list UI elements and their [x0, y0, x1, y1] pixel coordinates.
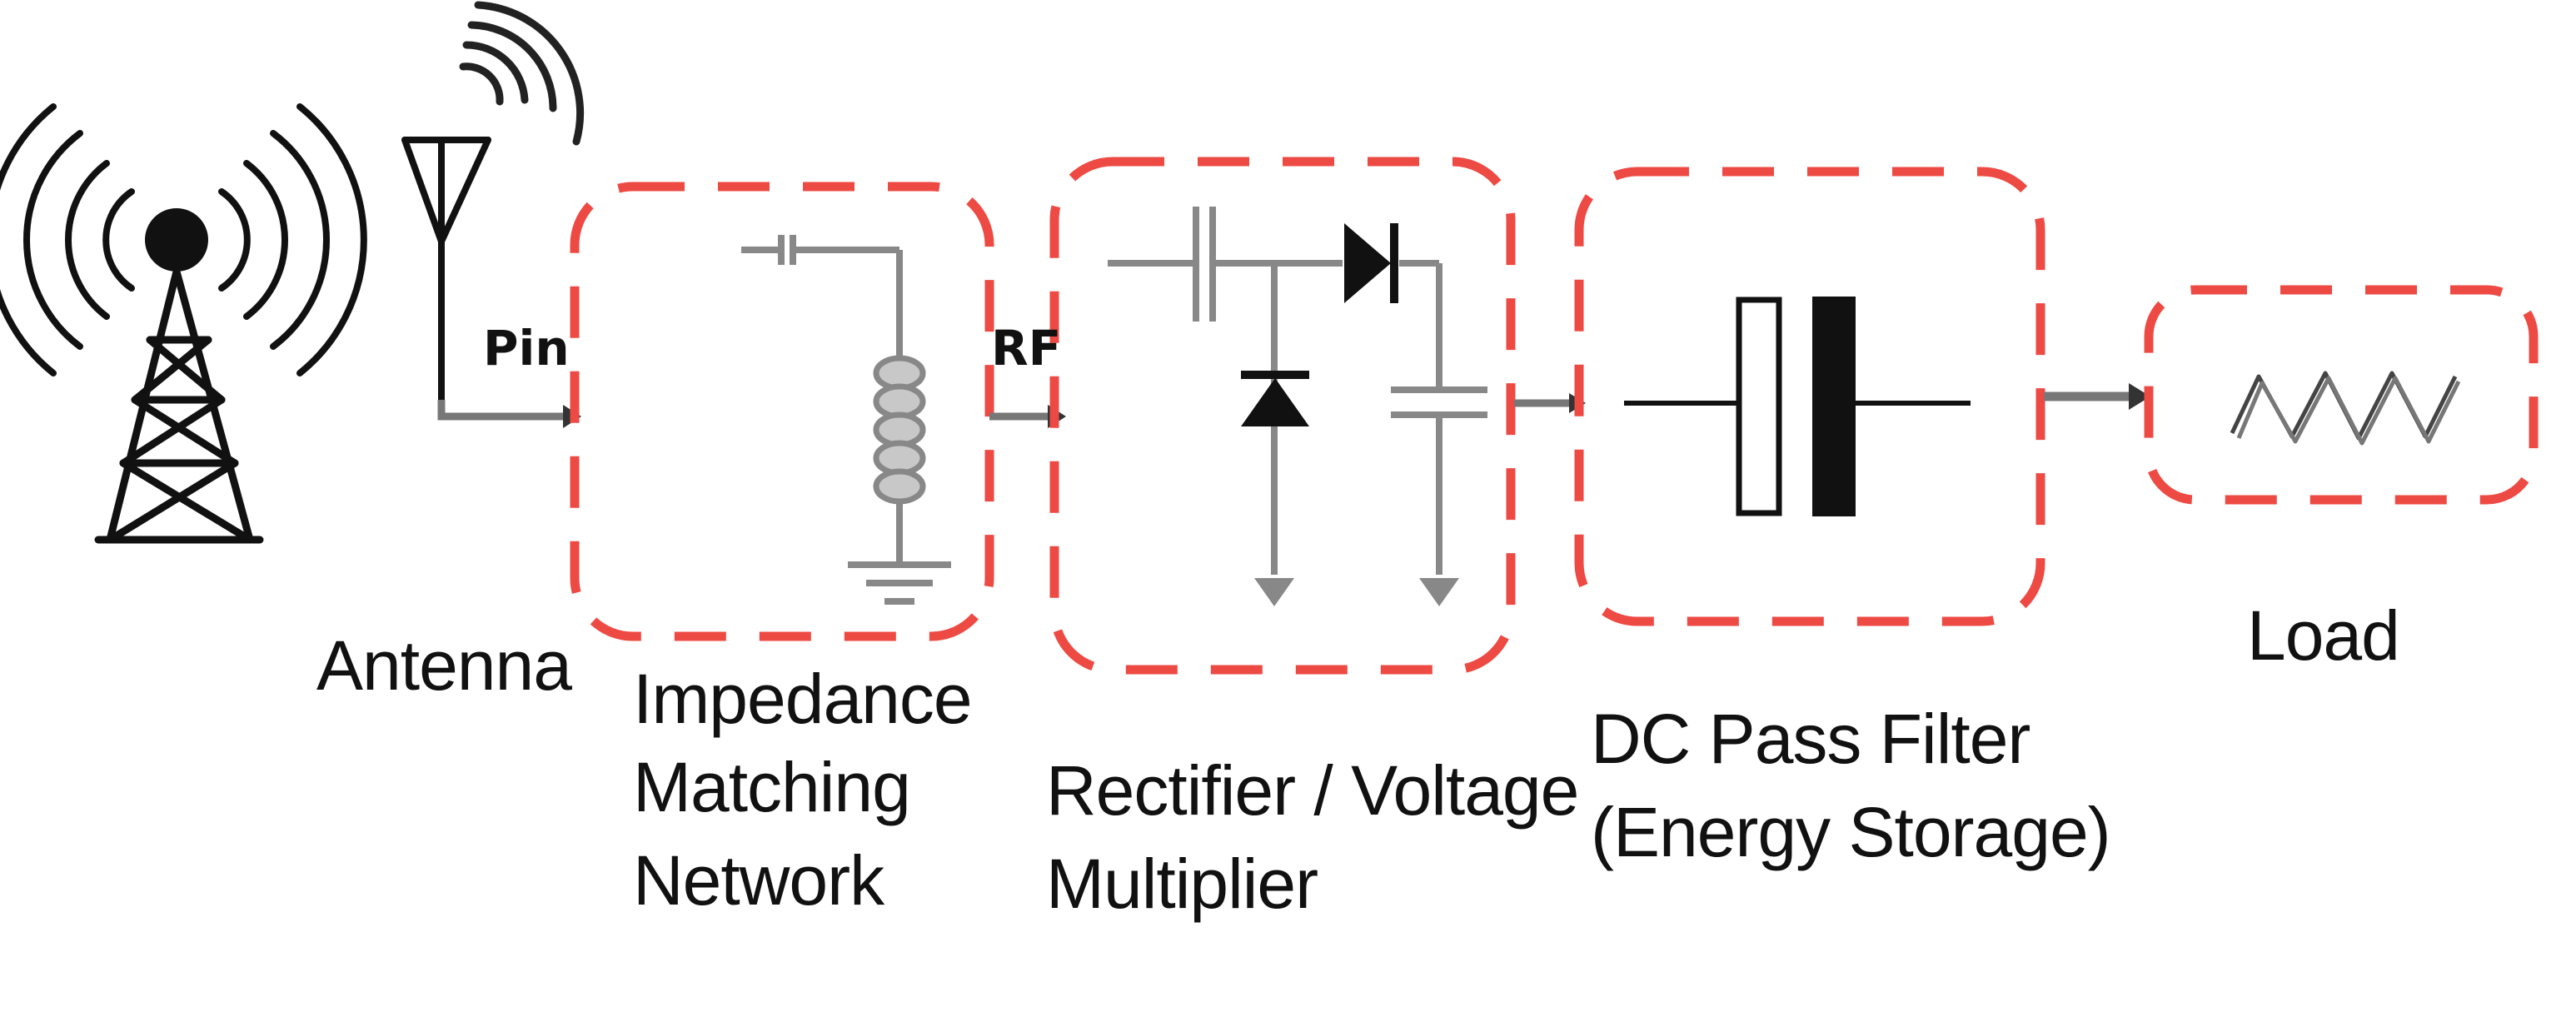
impedance-matching-block — [570, 182, 994, 641]
dc-pass-filter-label-line-1: DC Pass Filter — [1591, 700, 2030, 778]
rectifier-label-line-1: Rectifier / Voltage — [1046, 751, 1579, 830]
rectifier-label-line-2: Multiplier — [1046, 845, 1318, 923]
impedance-matching-label-line-1: Impedance — [633, 660, 973, 738]
antenna-label: Antenna — [316, 626, 572, 705]
impedance-matching-label-line-2: Matching — [633, 748, 911, 826]
pin-signal-label: Pin — [483, 320, 570, 376]
impedance-matching-label-line-3: Network — [633, 841, 884, 920]
diode-icon — [1344, 223, 1398, 303]
dc-pass-filter-label-line-2: (Energy Storage) — [1591, 793, 2111, 871]
load-block — [2144, 285, 2539, 505]
diode-icon — [1241, 371, 1309, 426]
capacitor-icon — [1391, 386, 1487, 418]
rectifier-block — [1049, 157, 1516, 675]
load-label: Load — [2247, 596, 2400, 675]
capacitor-icon — [1624, 297, 1971, 516]
radio-tower-icon — [0, 103, 367, 544]
antenna-icon — [401, 1, 585, 403]
rf-signal-label: RF — [991, 320, 1062, 376]
inductor-icon — [873, 355, 926, 505]
dc-pass-filter-block — [1574, 167, 2045, 626]
load-connection-wire — [2044, 383, 2150, 410]
ground-icon — [848, 561, 951, 605]
resistor-icon — [2230, 371, 2461, 446]
pin-connection-wire — [437, 400, 581, 428]
